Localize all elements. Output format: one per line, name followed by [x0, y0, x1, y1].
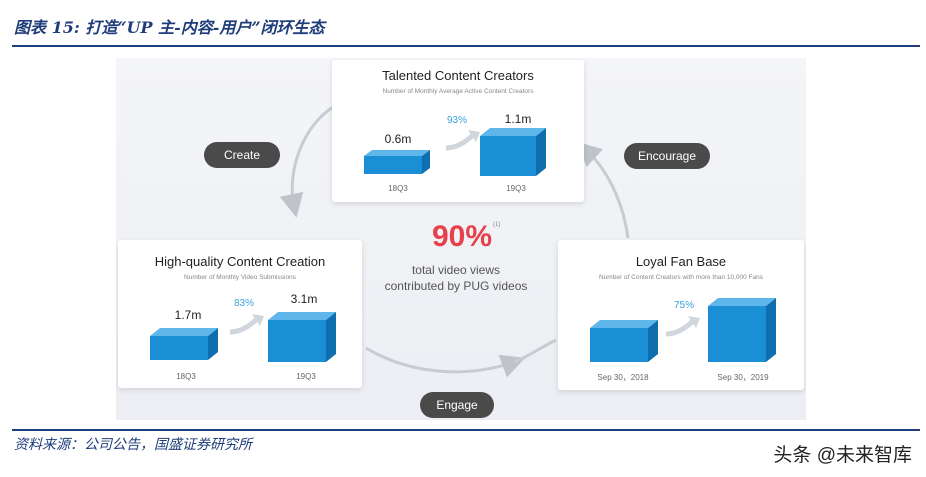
figure-title: 图表 15: 打造“UP 主-内容-用户”闭环生态 — [14, 18, 325, 37]
create-pill: Create — [204, 142, 280, 168]
growth-rate: 83% — [234, 298, 255, 309]
encourage-arc — [577, 141, 630, 239]
encourage-pill: Encourage — [624, 143, 710, 169]
before-value: 1.7m — [174, 308, 202, 322]
card-talented-creators: Talented Content Creators Number of Mont… — [332, 60, 584, 202]
engage-arc-tail — [513, 338, 557, 364]
bar-18q3 — [364, 150, 430, 174]
period-label: 19Q3 — [506, 184, 526, 193]
center-caption-line2: contributed by PUG videos — [384, 279, 528, 293]
source-note: 资料来源：公司公告，国盛证券研究所 — [14, 437, 252, 453]
engage-pill: Engage — [420, 392, 494, 418]
source-rule — [12, 429, 920, 431]
card-high-quality-content: High-quality Content Creation Number of … — [118, 240, 362, 388]
bar-19q3 — [480, 128, 546, 176]
footnote-marker: (1) — [493, 222, 501, 228]
create-arc — [279, 101, 342, 218]
growth-arrow-icon — [445, 130, 480, 151]
bar-19q3 — [268, 312, 336, 362]
bar-2019 — [708, 298, 776, 362]
card-title: Loyal Fan Base — [635, 254, 727, 269]
period-label: 18Q3 — [388, 184, 408, 193]
cycle-arrows — [279, 101, 630, 378]
engage-arc — [365, 346, 526, 378]
title-rule — [12, 45, 920, 47]
period-label: Sep 30，2018 — [597, 373, 649, 382]
watermark: 头条 @未来智库 — [773, 445, 912, 466]
bar-2018 — [590, 320, 658, 362]
center-caption-line1: total video views — [411, 263, 501, 277]
growth-rate: 93% — [447, 115, 468, 126]
period-label: Sep 30，2019 — [717, 373, 769, 382]
period-label: 18Q3 — [176, 372, 196, 381]
before-value: 0.6m — [384, 132, 412, 146]
card-title: Talented Content Creators — [382, 68, 534, 83]
growth-rate: 75% — [674, 300, 695, 311]
bar-18q3 — [150, 328, 218, 360]
card-subtitle: Number of Content Creators with more tha… — [598, 274, 764, 281]
card-loyal-fan-base: Loyal Fan Base Number of Content Creator… — [558, 240, 804, 390]
growth-arrow-icon — [229, 314, 264, 335]
card-title: High-quality Content Creation — [154, 254, 326, 269]
after-value: 1.1m — [504, 112, 532, 126]
ecosystem-diagram: Talented Content Creators Number of Mont… — [116, 58, 806, 420]
card-subtitle: Number of Monthly Average Active Content… — [382, 88, 534, 95]
after-value: 3.1m — [290, 292, 318, 306]
period-label: 19Q3 — [296, 372, 316, 381]
card-subtitle: Number of Monthly Video Submissions — [184, 274, 296, 281]
center-percentage: 90% — [431, 220, 493, 253]
growth-arrow-icon — [665, 316, 700, 337]
